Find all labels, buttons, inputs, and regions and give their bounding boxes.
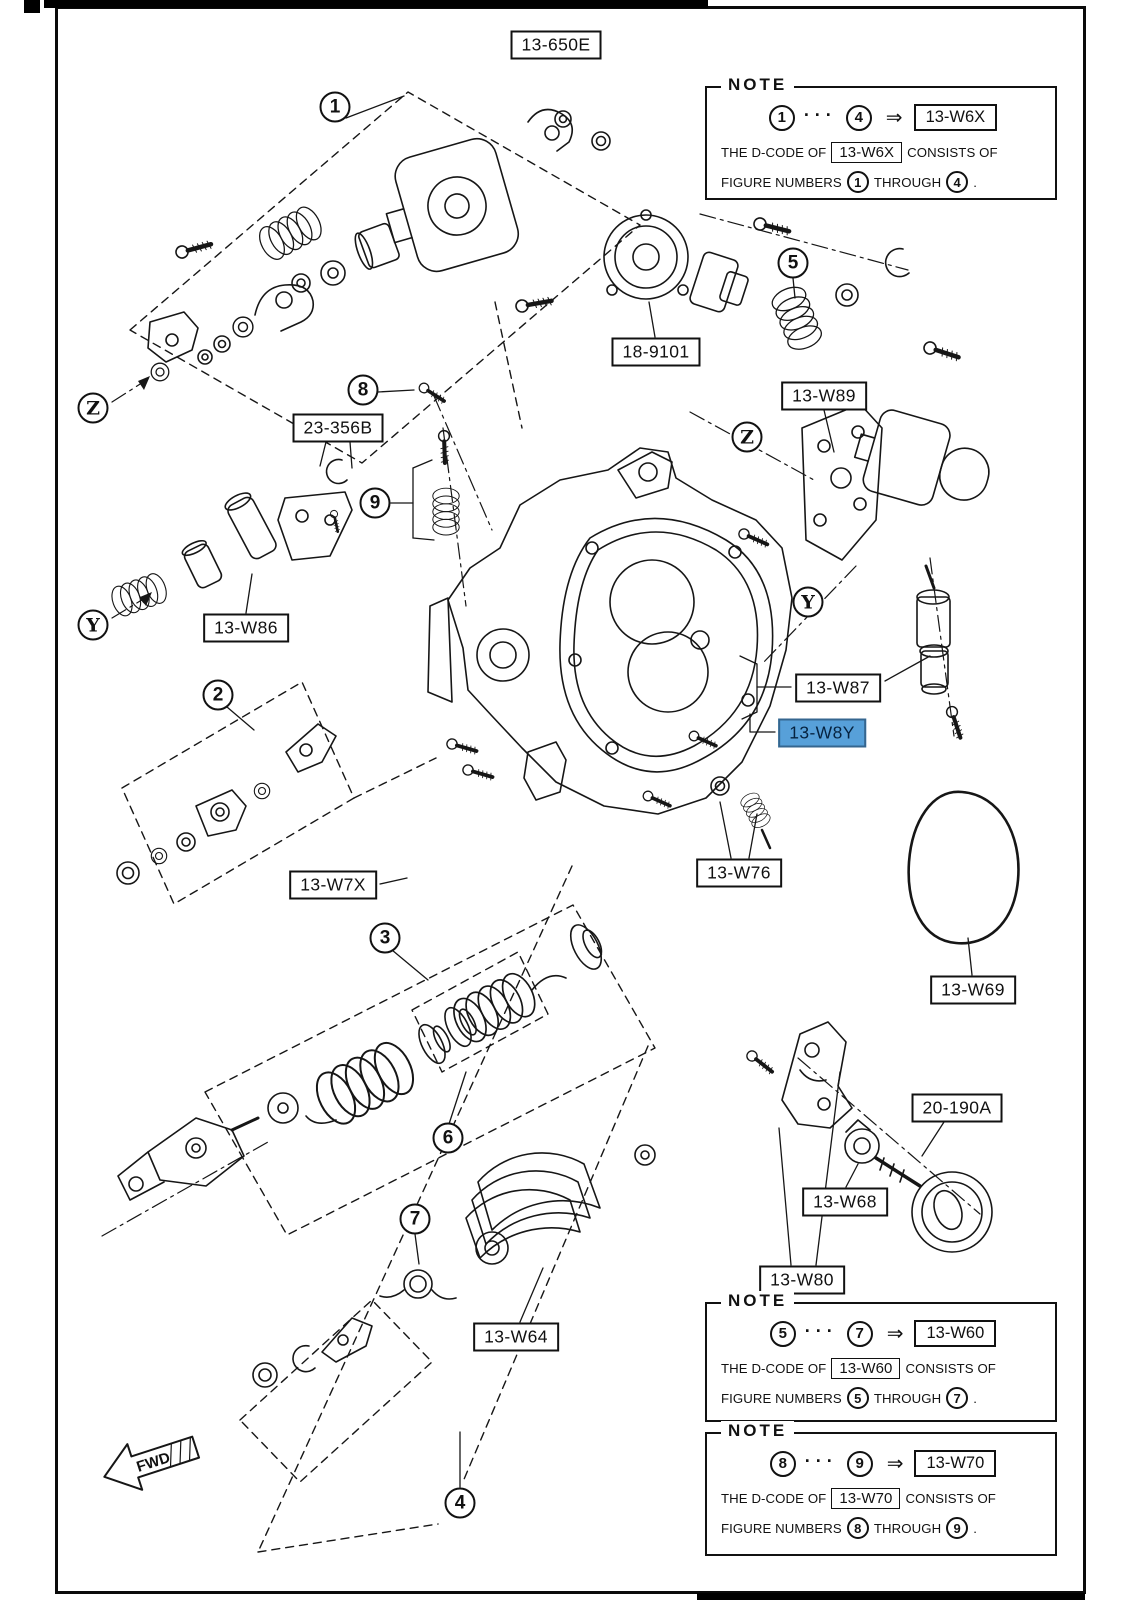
note-body-text: . [973,174,977,190]
part-label-13-W89[interactable]: 13-W89 [781,381,867,411]
note-body-text: CONSISTS OF [905,1491,996,1506]
note-title: NOTE [721,1421,795,1441]
note-box-3: NOTE 8 ··· 9 ⇒ 13-W70 THE D-CODE OF 13-W… [705,1421,1057,1556]
linkage-23-356B-drawing [107,458,353,620]
note-figure-callout: 1 [846,171,869,193]
scan-artifact [697,1593,1085,1600]
part-label-13-W7X[interactable]: 13-W7X [289,870,377,900]
note-box-1: NOTE 1 ··· 4 ⇒ 13-W6X THE D-CODE OF 13-W… [705,75,1057,200]
note-part-code-box[interactable]: 13-W60 [914,1320,997,1347]
note-box-2: NOTE 5 ··· 7 ⇒ 13-W60 THE D-CODE OF 13-W… [705,1291,1057,1422]
spring-group-3-drawing [117,924,603,1201]
note-body-text: THE D-CODE OF [721,1491,827,1506]
lever-group-2-drawing [116,723,337,885]
note-range-start-callout: 5 [769,1320,796,1347]
part-label-20-190A[interactable]: 20-190A [911,1093,1003,1123]
note-body-text: THROUGH [873,1520,942,1536]
part-label-18-9101[interactable]: 18-9101 [611,337,701,367]
note-inline-code-box: 13-W70 [831,1488,901,1509]
adjuster-20-190A-drawing [742,1021,993,1253]
note-arrow: ⇒ [886,1323,904,1345]
part-label-13-W87[interactable]: 13-W87 [795,673,881,703]
throttle-sensor-group-drawing [147,108,611,382]
callout-8: 8 [347,374,379,406]
torsion-spring-drawing [379,1269,457,1300]
note-title: NOTE [721,1291,795,1311]
note-body-text: CONSISTS OF [905,1361,996,1376]
note-body-text: THE D-CODE OF [721,1361,827,1376]
callout-Z-right: Z [731,421,763,453]
note-body-text: FIGURE NUMBERS [721,174,842,190]
callout-5: 5 [777,247,809,279]
callout-6: 6 [432,1122,464,1154]
part-label-13-W68[interactable]: 13-W68 [802,1187,888,1217]
note-title: NOTE [721,75,795,95]
note-figure-callout: 7 [946,1387,969,1409]
note-inline-code-box: 13-W6X [831,142,903,163]
note-dots: ··· [804,1451,838,1471]
scan-artifact [44,0,708,8]
callout-Y-left: Y [77,609,109,641]
note-range-end-callout: 9 [846,1450,873,1477]
part-label-13-W64[interactable]: 13-W64 [473,1322,559,1352]
damper-13-W64-drawing [252,1144,656,1388]
note-inline-code-box: 13-W60 [831,1358,901,1379]
part-label-13-650E[interactable]: 13-650E [510,30,602,60]
note-range-start-callout: 1 [768,104,795,131]
note-figure-callout: 4 [946,171,969,193]
callout-1: 1 [319,91,351,123]
throttle-body-drawing [427,447,793,850]
callout-Y-right: Y [792,586,824,618]
fwd-arrow: FWD [103,1435,201,1491]
callout-Z-left: Z [77,392,109,424]
note-dots: ··· [803,105,837,125]
callout-9: 9 [359,487,391,519]
callout-7: 7 [399,1203,431,1235]
note-part-code-box[interactable]: 13-W6X [913,104,998,131]
sensor-18-9101-drawing [603,209,960,363]
note-part-code-box[interactable]: 13-W70 [914,1450,997,1477]
note-body-text: THROUGH [873,174,942,190]
note-body-text: THROUGH [873,1390,942,1406]
large-oring-drawing [907,790,1020,945]
callout-2: 2 [202,679,234,711]
note-body-text: CONSISTS OF [907,145,998,160]
note-arrow: ⇒ [886,1453,904,1475]
part-label-13-W86[interactable]: 13-W86 [203,613,289,643]
note-body-text: THE D-CODE OF [721,145,827,160]
note-dots: ··· [804,1321,838,1341]
note-body-text: . [973,1520,977,1536]
note-range-end-callout: 7 [846,1320,873,1347]
note-body-text: FIGURE NUMBERS [721,1520,842,1536]
part-label-13-W76[interactable]: 13-W76 [696,858,782,888]
note-figure-callout: 5 [846,1387,869,1409]
note-figure-callout: 8 [846,1517,869,1539]
callout-3: 3 [369,922,401,954]
note-figure-callout: 9 [946,1517,969,1539]
note-range-start-callout: 8 [769,1450,796,1477]
note-body-text: . [973,1390,977,1406]
part-label-13-W69[interactable]: 13-W69 [930,975,1016,1005]
group-outlines [121,91,656,1553]
note-arrow: ⇒ [885,107,903,129]
part-label-13-W8Y-highlighted[interactable]: 13-W8Y [778,718,866,748]
part-label-13-W80[interactable]: 13-W80 [759,1265,845,1295]
part-label-23-356B[interactable]: 23-356B [292,413,384,443]
callout-4: 4 [444,1487,476,1519]
scan-artifact [24,0,40,13]
note-range-end-callout: 4 [845,104,872,131]
note-body-text: FIGURE NUMBERS [721,1390,842,1406]
leader-lines [226,95,973,1488]
